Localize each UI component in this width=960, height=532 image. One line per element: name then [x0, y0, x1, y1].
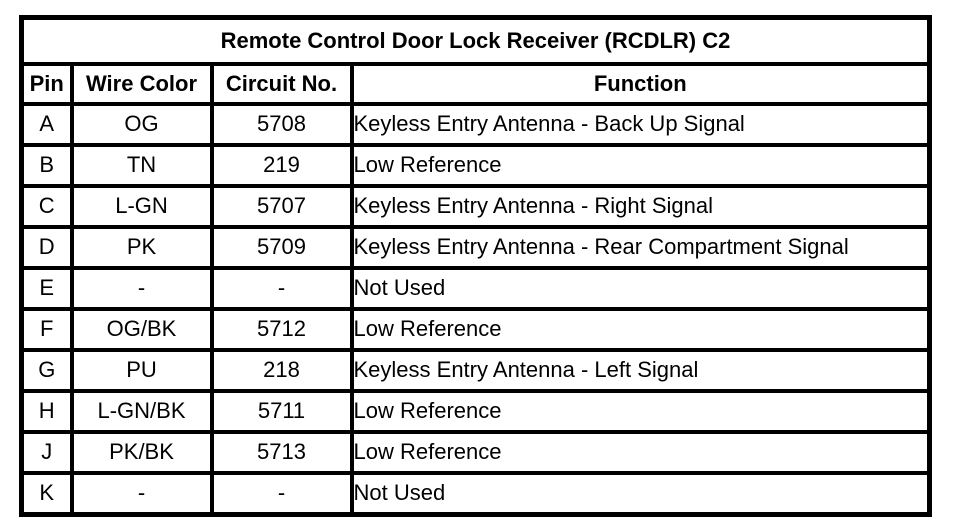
table-row: C L-GN 5707 Keyless Entry Antenna - Righ… — [19, 184, 932, 229]
function-cell: Low Reference — [349, 307, 932, 352]
column-header-wire-color: Wire Color — [69, 62, 214, 106]
circuit-no-cell: 5708 — [209, 102, 354, 147]
table-row: B TN 219 Low Reference — [19, 143, 932, 188]
table-row: A OG 5708 Keyless Entry Antenna - Back U… — [19, 102, 932, 147]
pin-cell: C — [19, 184, 74, 229]
table-row: D PK 5709 Keyless Entry Antenna - Rear C… — [19, 225, 932, 270]
pin-cell: H — [19, 389, 74, 434]
function-cell: Keyless Entry Antenna - Rear Compartment… — [349, 225, 932, 270]
wire-color-cell: L-GN/BK — [69, 389, 214, 434]
circuit-no-cell: 5707 — [209, 184, 354, 229]
pinout-table: Remote Control Door Lock Receiver (RCDLR… — [19, 15, 932, 517]
table-row: E - - Not Used — [19, 266, 932, 311]
pin-cell: F — [19, 307, 74, 352]
column-header-pin: Pin — [19, 62, 74, 106]
pin-cell: E — [19, 266, 74, 311]
column-header-circuit-no: Circuit No. — [209, 62, 354, 106]
table-row: G PU 218 Keyless Entry Antenna - Left Si… — [19, 348, 932, 393]
function-cell: Keyless Entry Antenna - Right Signal — [349, 184, 932, 229]
wire-color-cell: OG/BK — [69, 307, 214, 352]
pin-cell: B — [19, 143, 74, 188]
wire-color-cell: PK — [69, 225, 214, 270]
function-cell: Low Reference — [349, 143, 932, 188]
table-row: F OG/BK 5712 Low Reference — [19, 307, 932, 352]
circuit-no-cell: 5711 — [209, 389, 354, 434]
circuit-no-cell: 5713 — [209, 430, 354, 475]
title-row: Remote Control Door Lock Receiver (RCDLR… — [19, 15, 932, 66]
function-cell: Low Reference — [349, 389, 932, 434]
circuit-no-cell: 5712 — [209, 307, 354, 352]
pin-cell: G — [19, 348, 74, 393]
column-header-function: Function — [349, 62, 932, 106]
circuit-no-cell: 219 — [209, 143, 354, 188]
table-row: H L-GN/BK 5711 Low Reference — [19, 389, 932, 434]
pin-cell: K — [19, 471, 74, 517]
table-row: K - - Not Used — [19, 471, 932, 517]
table-row: J PK/BK 5713 Low Reference — [19, 430, 932, 475]
function-cell: Not Used — [349, 471, 932, 517]
function-cell: Keyless Entry Antenna - Back Up Signal — [349, 102, 932, 147]
function-cell: Keyless Entry Antenna - Left Signal — [349, 348, 932, 393]
wire-color-cell: PU — [69, 348, 214, 393]
wire-color-cell: - — [69, 471, 214, 517]
wire-color-cell: TN — [69, 143, 214, 188]
table-title: Remote Control Door Lock Receiver (RCDLR… — [19, 15, 932, 66]
wire-color-cell: - — [69, 266, 214, 311]
wire-color-cell: PK/BK — [69, 430, 214, 475]
header-row: Pin Wire Color Circuit No. Function — [19, 62, 932, 106]
function-cell: Not Used — [349, 266, 932, 311]
wire-color-cell: OG — [69, 102, 214, 147]
pin-cell: D — [19, 225, 74, 270]
circuit-no-cell: - — [209, 266, 354, 311]
function-cell: Low Reference — [349, 430, 932, 475]
circuit-no-cell: 5709 — [209, 225, 354, 270]
wire-color-cell: L-GN — [69, 184, 214, 229]
pin-cell: A — [19, 102, 74, 147]
circuit-no-cell: 218 — [209, 348, 354, 393]
pin-cell: J — [19, 430, 74, 475]
circuit-no-cell: - — [209, 471, 354, 517]
